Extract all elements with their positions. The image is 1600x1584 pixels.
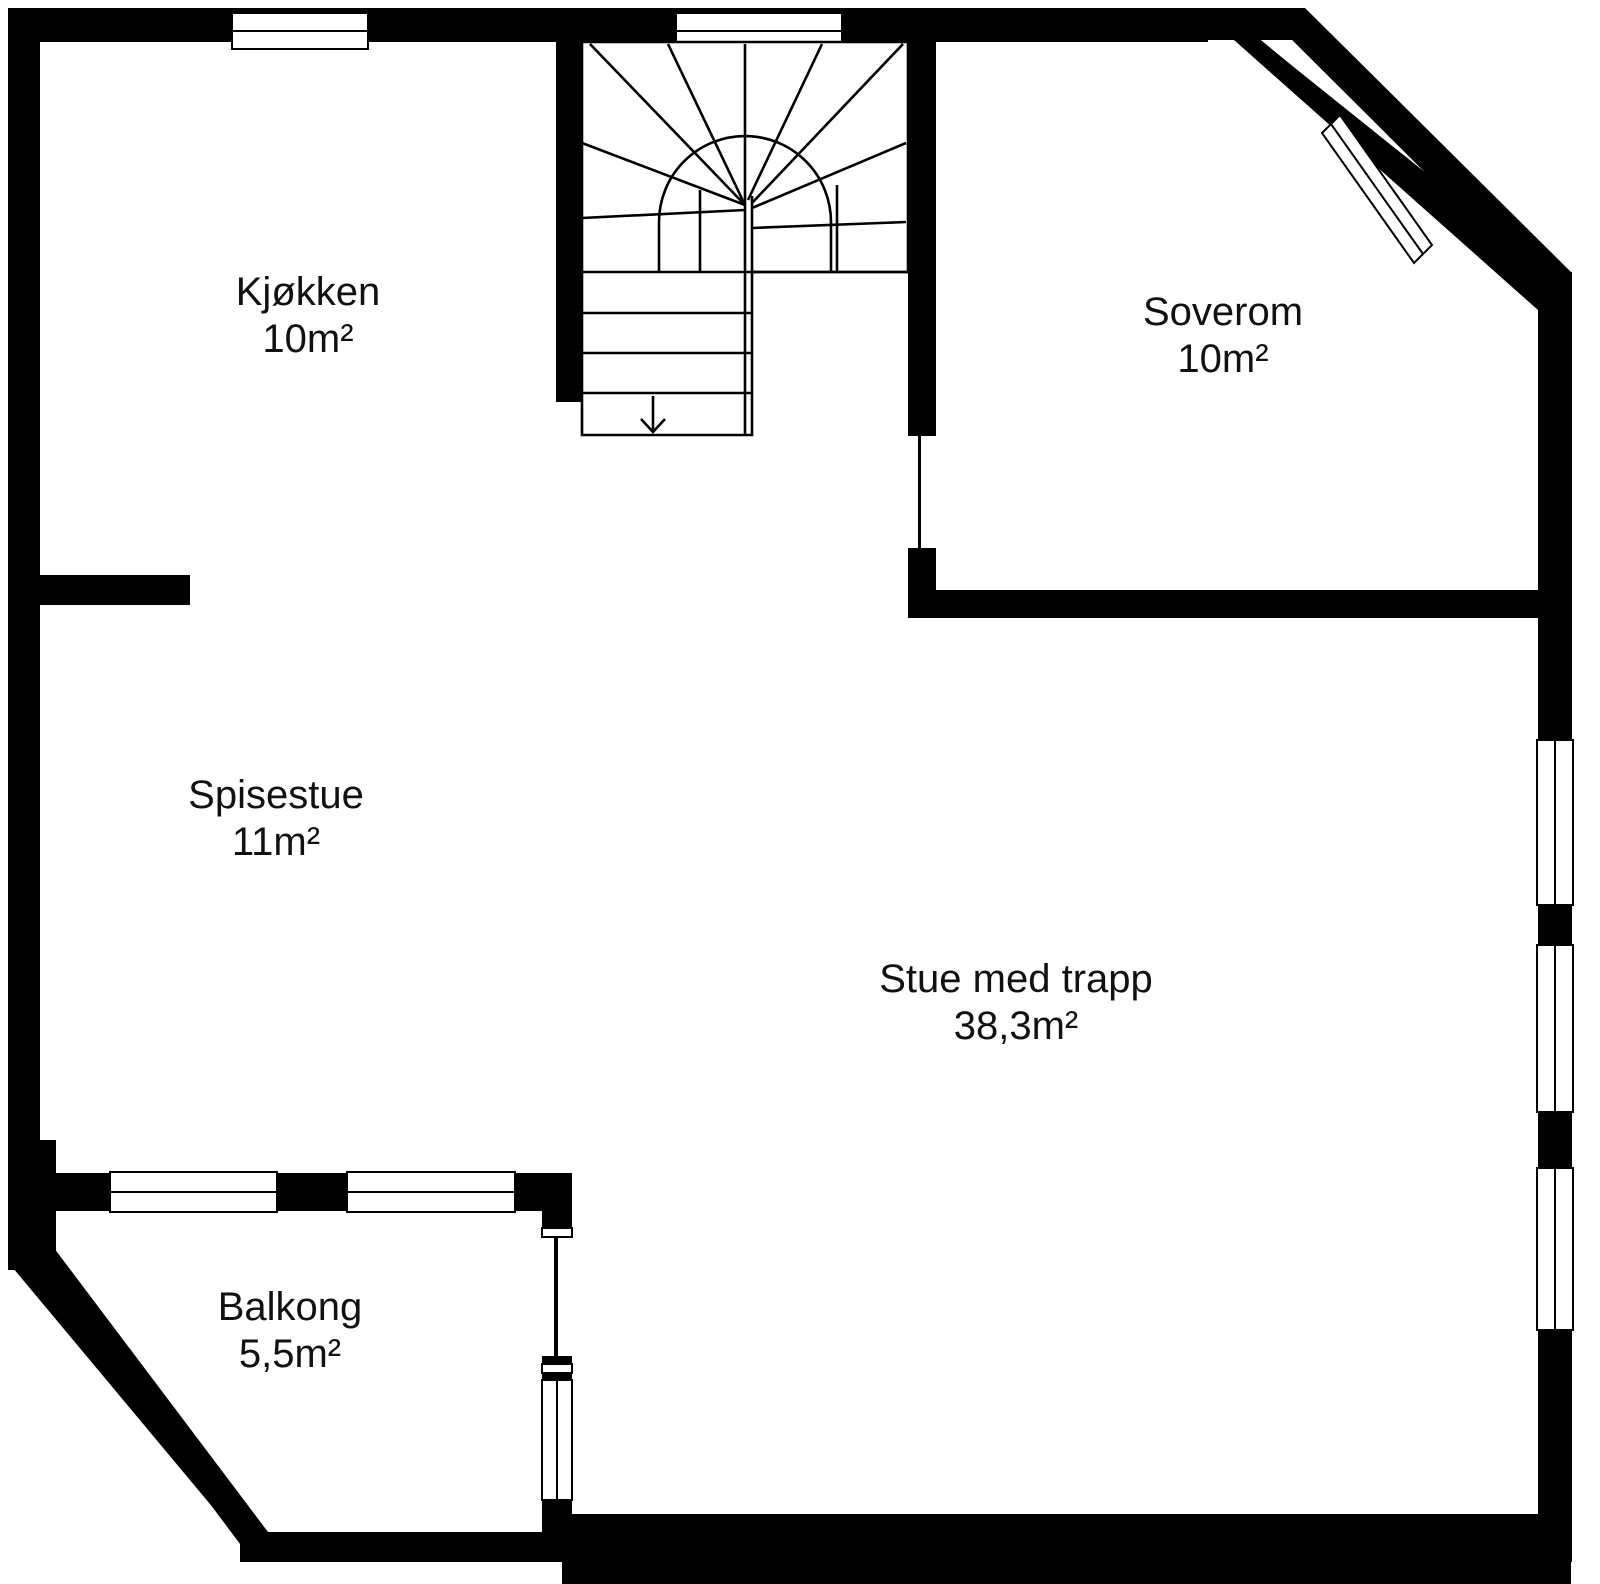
balcony-threshold-top <box>541 1227 573 1238</box>
wall-left-exterior <box>8 8 40 1270</box>
wall-balcony-right-upper <box>542 1173 572 1237</box>
window-right-middle <box>1536 944 1574 1113</box>
window-top-left <box>231 12 369 50</box>
balcony-railing-edge <box>554 1237 558 1375</box>
interior-floor-balcony <box>40 1210 556 1546</box>
stair-winder <box>746 43 824 201</box>
window-balcony-side <box>541 1379 573 1501</box>
window-right-upper <box>1536 739 1574 906</box>
room-name-soverom: Soverom <box>1143 290 1303 334</box>
stair-winder <box>581 208 746 220</box>
stair-winder <box>666 43 747 206</box>
wall-soverom-west-upper <box>908 26 936 436</box>
room-label-soverom: Soverom 10m² <box>1143 290 1303 381</box>
wall-top-exterior <box>8 8 1208 42</box>
stair-winder <box>751 43 904 204</box>
staircase <box>580 40 910 437</box>
room-label-stue-med-trapp: Stue med trapp 38,3m² <box>879 957 1153 1048</box>
window-balcony-right <box>346 1171 516 1213</box>
stair-winder <box>751 220 907 230</box>
room-label-kjokken: Kjøkken 10m² <box>236 270 381 361</box>
room-label-spisestue: Spisestue 11m² <box>188 773 364 864</box>
room-labels: Kjøkken 10m² Soverom 10m² Spisestue 11m²… <box>188 270 1303 1376</box>
wall-diagonal-northeast-band <box>1198 8 1558 310</box>
window-right-lower <box>1536 1167 1574 1331</box>
room-area-soverom: 10m² <box>1177 337 1268 381</box>
room-name-kjokken: Kjøkken <box>236 270 381 314</box>
stair-winder <box>589 43 746 206</box>
wall-stair-left <box>556 26 584 402</box>
balcony-threshold-bottom <box>541 1363 573 1374</box>
interior-floor-main <box>40 40 1538 1514</box>
wall-bottom-edge <box>568 1514 1572 1548</box>
room-area-spisestue: 11m² <box>232 820 320 864</box>
stair-winder <box>751 141 907 210</box>
room-name-stue-med-trapp: Stue med trapp <box>879 957 1153 1001</box>
wall-balcony-diagonal <box>26 1248 268 1560</box>
room-name-balkong: Balkong <box>218 1285 363 1329</box>
room-name-spisestue: Spisestue <box>188 773 364 817</box>
door-jamb-bottom <box>908 548 936 556</box>
stair-direction-arrow <box>640 396 666 434</box>
wall-right-exterior <box>1538 272 1572 1562</box>
window-diagonal-northeast <box>1320 113 1434 265</box>
room-label-balkong: Balkong 5,5m² <box>218 1285 363 1376</box>
wall-soverom-south <box>908 590 1540 618</box>
room-area-balkong: 5,5m² <box>239 1332 341 1376</box>
door-jamb-top <box>908 428 936 436</box>
wall-balcony-bottom <box>240 1532 570 1562</box>
wall-stub-spisestue <box>26 575 190 605</box>
doorway-soverom-line <box>918 436 921 548</box>
room-area-kjokken: 10m² <box>262 317 353 361</box>
window-balcony-left <box>109 1171 278 1213</box>
room-area-stue-med-trapp: 38,3m² <box>954 1004 1079 1048</box>
stair-winder <box>581 141 746 207</box>
